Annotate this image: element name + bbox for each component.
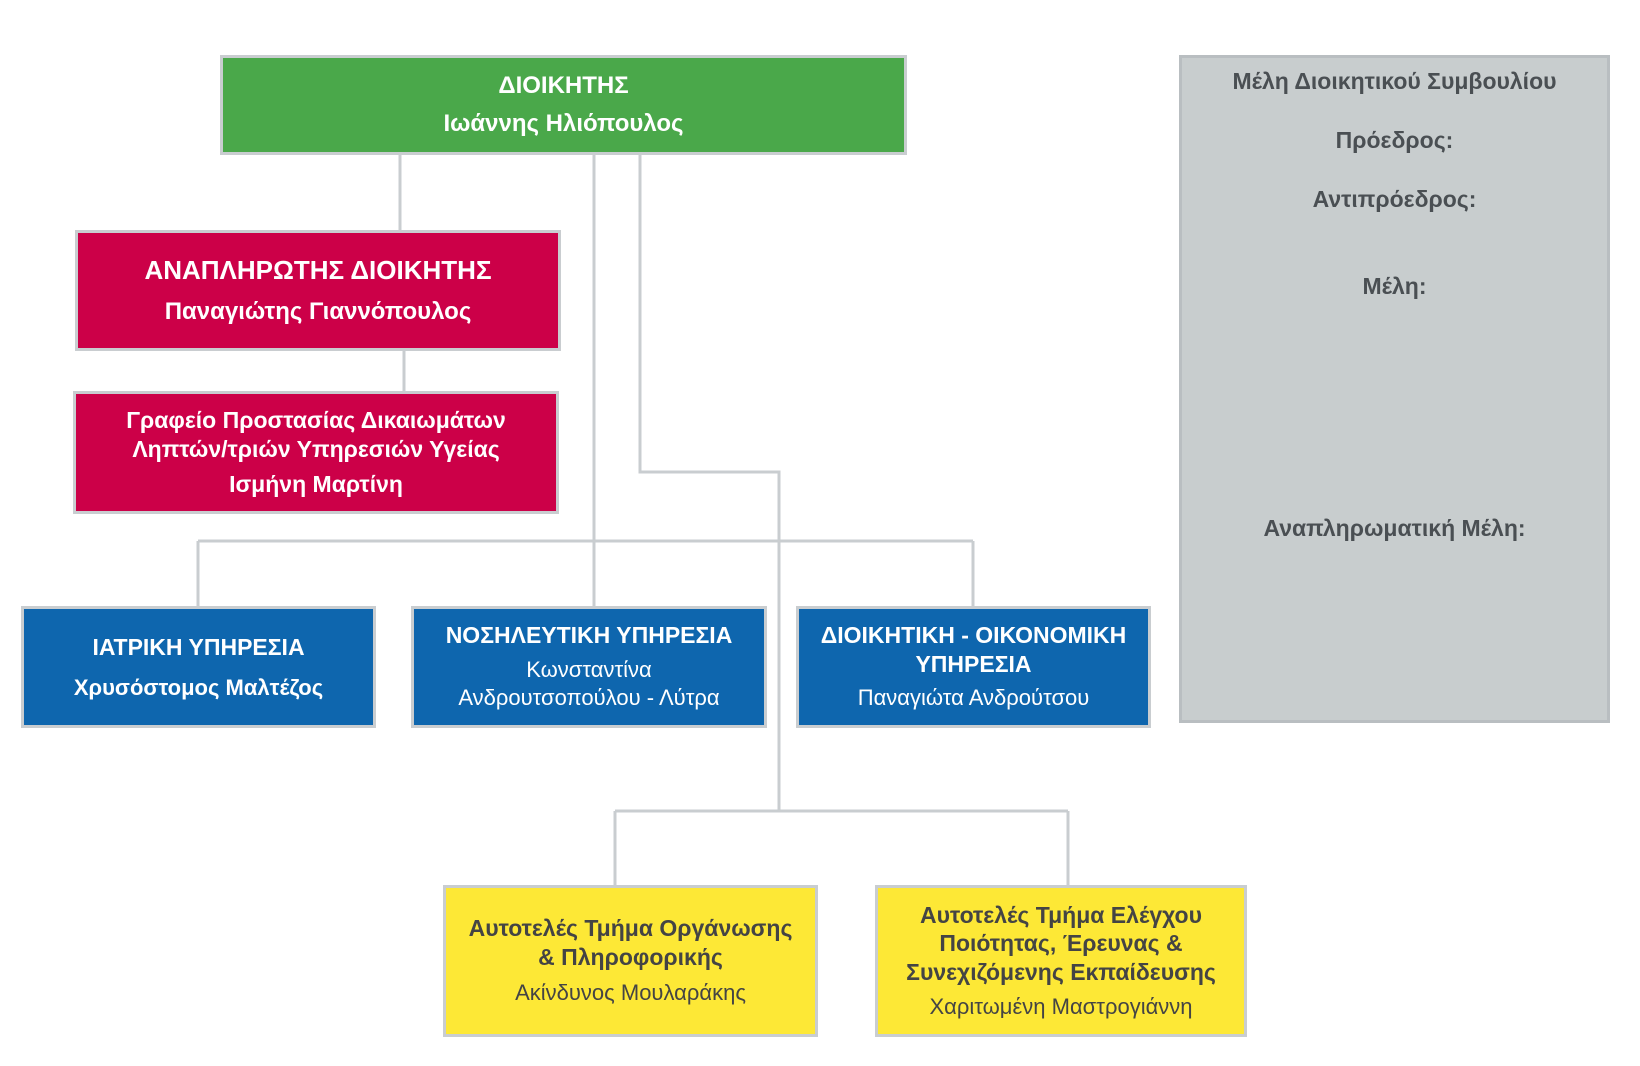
director-box: ΔΙΟΙΚΗΤΗΣ Ιωάννης Ηλιόπουλος — [220, 55, 907, 155]
director-name: Ιωάννης Ηλιόπουλος — [443, 110, 684, 137]
deputy-director-box: ΑΝΑΠΛΗΡΩΤΗΣ ΔΙΟΙΚΗΤΗΣ Παναγιώτης Γιαννόπ… — [75, 230, 561, 351]
it-department-box: Αυτοτελές Τμήμα Οργάνωσης & Πληροφορικής… — [443, 885, 818, 1037]
board-members-label: Μέλη: — [1362, 273, 1427, 299]
board-alternates-label: Αναπληρωματική Μέλη: — [1263, 515, 1526, 541]
board-title: Μέλη Διοικητικού Συμβουλίου — [1232, 68, 1557, 94]
nursing-service-title: ΝΟΣΗΛΕΥΤΙΚΗ ΥΠΗΡΕΣΙΑ — [445, 622, 733, 649]
medical-service-name: Χρυσόστομος Μαλτέζος — [73, 674, 324, 700]
it-department-title-line1: Αυτοτελές Τμήμα Οργάνωσης — [468, 914, 793, 941]
admin-financial-service-name: Παναγιώτα Ανδρούτσου — [857, 685, 1090, 711]
quality-department-box: Αυτοτελές Τμήμα Ελέγχου Ποιότητας, Έρευν… — [875, 885, 1247, 1037]
quality-department-title-line3: Συνεχιζόμενης Εκπαίδευσης — [906, 959, 1216, 986]
it-department-title-line2: & Πληροφορικής — [538, 943, 723, 970]
connector-director-departments — [638, 153, 781, 811]
board-president-label: Πρόεδρος: — [1335, 127, 1454, 153]
it-department-name: Ακίνδυνος Μουλαράκης — [515, 980, 746, 1006]
board-members-panel: Μέλη Διοικητικού Συμβουλίου Πρόεδρος: Αν… — [1179, 55, 1610, 723]
deputy-director-name: Παναγιώτης Γιαννόπουλος — [164, 297, 472, 325]
rights-office-name: Ισμήνη Μαρτίνη — [229, 470, 403, 497]
rights-office-title-line2: Ληπτών/τριών Υπηρεσιών Υγείας — [132, 436, 500, 463]
admin-financial-service-box: ΔΙΟΙΚΗΤΙΚΗ - ΟΙΚΟΝΟΜΙΚΗ ΥΠΗΡΕΣΙΑ Παναγιώ… — [796, 606, 1151, 728]
board-vice-president-label: Αντιπρόεδρος: — [1312, 186, 1477, 212]
quality-department-title-line2: Ποιότητας, Έρευνας & — [939, 930, 1183, 957]
quality-department-name: Χαριτωμένη Μαστρογιάννη — [929, 993, 1193, 1019]
director-title: ΔΙΟΙΚΗΤΗΣ — [498, 72, 629, 99]
medical-service-title: ΙΑΤΡΙΚΗ ΥΠΗΡΕΣΙΑ — [92, 633, 305, 660]
medical-service-box: ΙΑΤΡΙΚΗ ΥΠΗΡΕΣΙΑ Χρυσόστομος Μαλτέζος — [21, 606, 376, 728]
rights-office-box: Γραφείο Προστασίας Δικαιωμάτων Ληπτών/τρ… — [73, 391, 559, 514]
nursing-service-name-line1: Κωνσταντίνα — [526, 656, 652, 682]
admin-financial-service-title-line1: ΔΙΟΙΚΗΤΙΚΗ - ΟΙΚΟΝΟΜΙΚΗ — [820, 621, 1127, 648]
nursing-service-name-line2: Ανδρουτσοπούλου - Λύτρα — [458, 685, 720, 711]
rights-office-title-line1: Γραφείο Προστασίας Δικαιωμάτων — [126, 407, 506, 434]
admin-financial-service-title-line2: ΥΠΗΡΕΣΙΑ — [915, 650, 1032, 677]
quality-department-title-line1: Αυτοτελές Τμήμα Ελέγχου — [920, 901, 1202, 928]
nursing-service-box: ΝΟΣΗΛΕΥΤΙΚΗ ΥΠΗΡΕΣΙΑ Κωνσταντίνα Ανδρουτ… — [411, 606, 767, 728]
deputy-director-title: ΑΝΑΠΛΗΡΩΤΗΣ ΔΙΟΙΚΗΤΗΣ — [144, 255, 492, 286]
